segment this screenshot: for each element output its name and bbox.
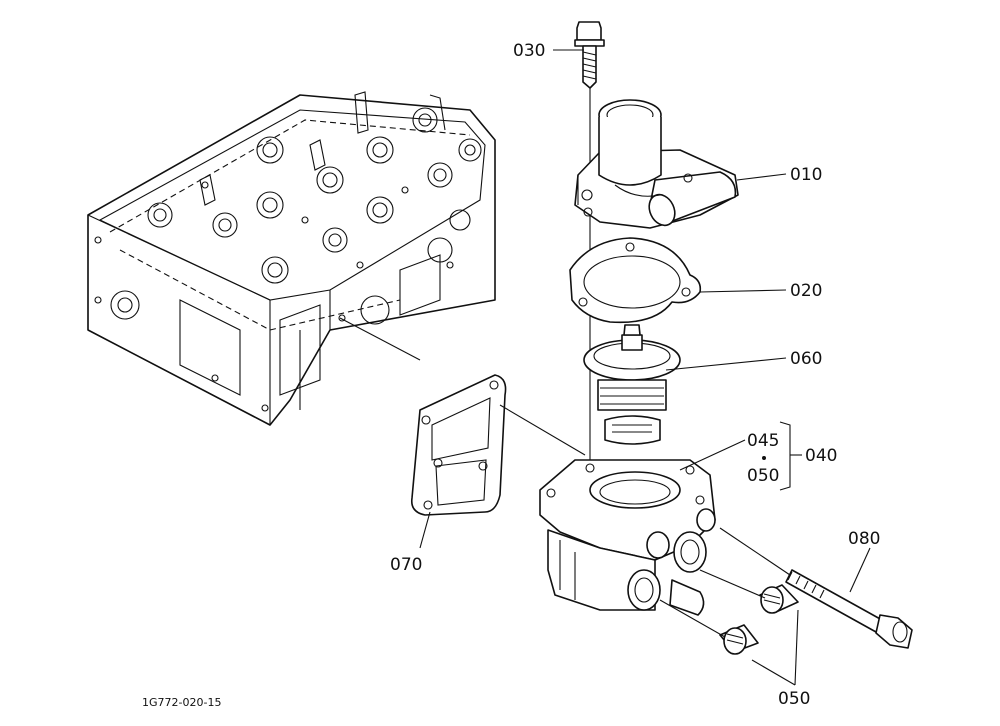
- thermostat-housing: [539, 459, 716, 616]
- axis-line-080: [719, 527, 791, 576]
- axis-line-head: [339, 317, 421, 361]
- label-080: 080: [848, 529, 880, 549]
- plug-050-lower: [719, 624, 759, 655]
- thermostat-060: [583, 324, 681, 445]
- label-045: 045: [747, 431, 779, 451]
- axis-line-plug-upper: [699, 569, 766, 599]
- label-010: 010: [790, 165, 822, 185]
- bolt-030: [574, 21, 605, 89]
- bolt-080: [785, 569, 913, 649]
- axis-line-plug-lower: [659, 599, 726, 638]
- label-030: 030: [513, 41, 545, 61]
- gasket-020: [569, 237, 702, 324]
- drawing-number: 1G772-020-15: [142, 696, 221, 709]
- plug-050-upper: [759, 584, 799, 614]
- label-040: 040: [805, 446, 837, 466]
- label-070: 070: [390, 555, 422, 575]
- label-060: 060: [790, 349, 822, 369]
- label-020: 020: [790, 281, 822, 301]
- gasket-070: [410, 374, 507, 516]
- axis-line-housing: [499, 404, 586, 456]
- cylinder-head: [87, 91, 496, 426]
- label-050-plugs: 050: [778, 689, 810, 709]
- thermostat-cover-010: [574, 99, 739, 229]
- label-050-housing: 050: [747, 466, 779, 486]
- separator-dot: [762, 456, 766, 460]
